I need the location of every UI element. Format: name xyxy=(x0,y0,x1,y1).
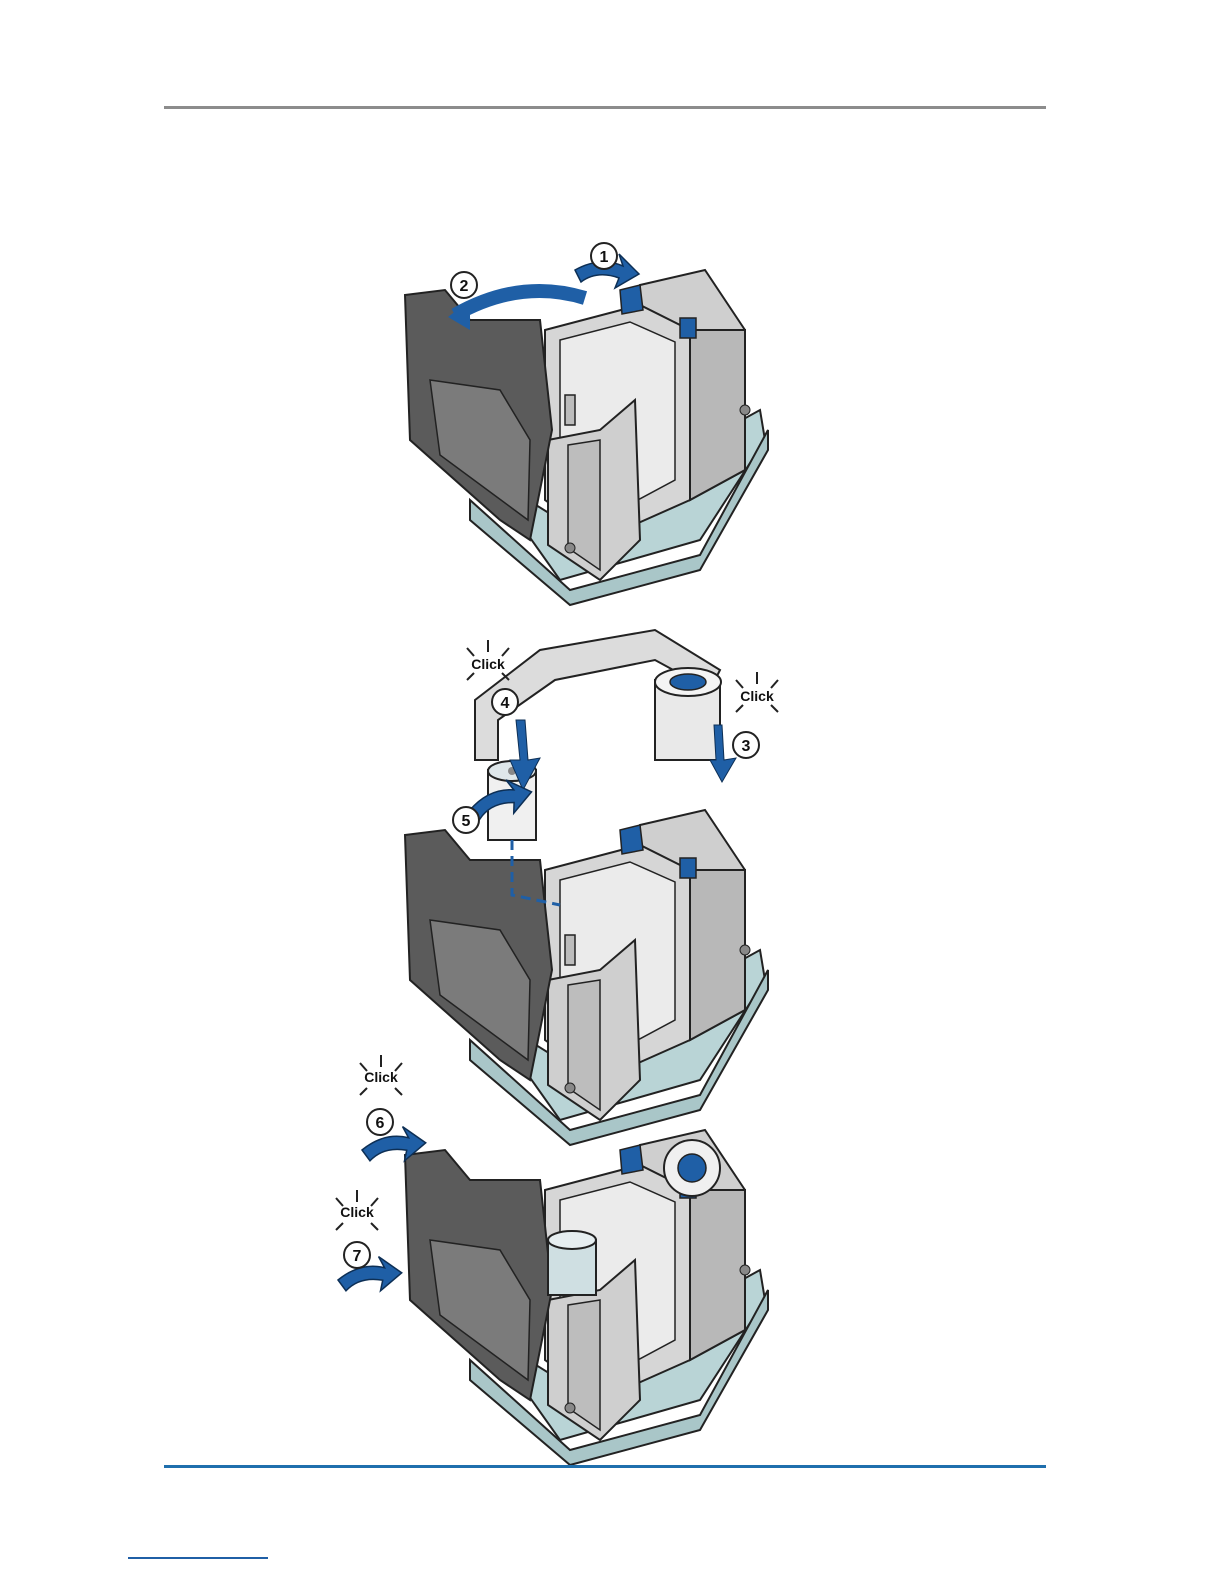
step-3: 3 xyxy=(742,738,751,755)
arc-arrow-icon xyxy=(455,291,585,315)
click-label: Click xyxy=(340,1204,374,1220)
step-2: 2 xyxy=(460,278,469,295)
step-1: 1 xyxy=(600,249,609,266)
panel-open-door xyxy=(405,254,768,605)
click-label: Click xyxy=(740,688,774,704)
step-6: 6 xyxy=(376,1115,385,1132)
footer-link-underline xyxy=(128,1557,268,1559)
panel-close-door xyxy=(335,1123,768,1465)
step-5: 5 xyxy=(462,813,471,830)
click-label: Click xyxy=(364,1069,398,1085)
click-label: Click xyxy=(471,656,505,672)
step-4: 4 xyxy=(501,695,510,712)
step-7: 7 xyxy=(353,1248,362,1265)
panel-load-ribbon xyxy=(405,630,768,1145)
footer-rule xyxy=(164,1465,1046,1468)
